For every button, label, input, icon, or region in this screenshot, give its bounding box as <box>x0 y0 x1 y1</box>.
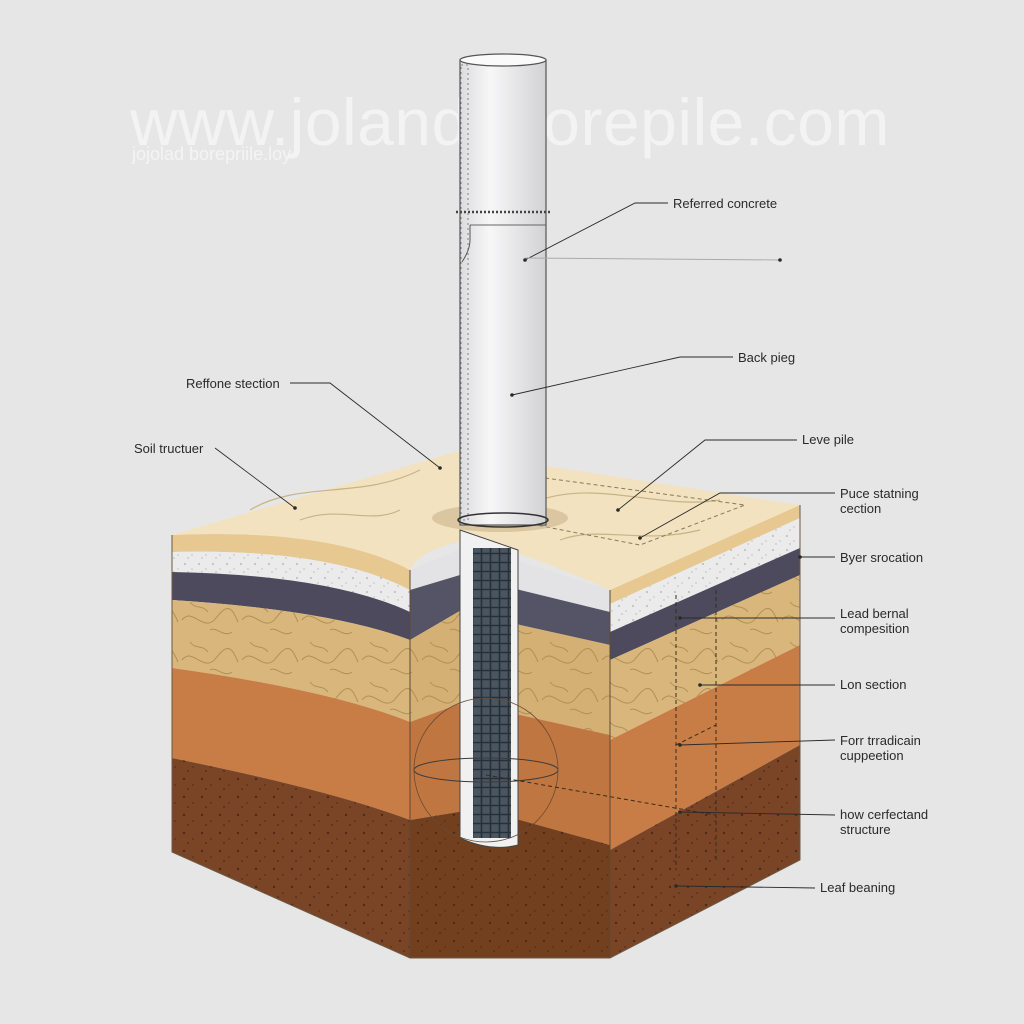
leader-lead-bernal-arrowhead <box>678 616 682 620</box>
leader-soil-tructuer <box>214 447 296 509</box>
leader-back-pieg-arrowhead <box>510 393 514 397</box>
front-dark-layer <box>172 572 410 640</box>
label-line: Lead bernal <box>840 606 909 621</box>
leader-lon-section-arrowhead <box>698 683 702 687</box>
label-line: cuppeetion <box>840 748 904 763</box>
label-line: how cerfectand <box>840 807 929 822</box>
leader-reffone-section <box>290 382 441 469</box>
leader-forr-trradicain <box>679 739 836 746</box>
leader-byer-srocation-arrowhead <box>798 555 802 559</box>
label-referred-concrete: Referred concrete <box>673 196 778 211</box>
top-section-outline <box>509 477 746 546</box>
label-line: structure <box>840 822 891 837</box>
right-dark-layer <box>610 548 800 660</box>
label-lon-section: Lon section <box>840 677 907 692</box>
leader-puce-statning-arrowhead <box>638 536 642 540</box>
label-forr-trradicain: Forr trradicain cuppeetion <box>840 733 921 763</box>
label-line: compesition <box>840 621 910 636</box>
leader-referred-concrete-extra-arrowhead <box>778 258 782 262</box>
leader-leaf-beaning <box>675 885 816 889</box>
label-line: cection <box>840 501 882 516</box>
watermark-subtext: jojolad borepriile.loy <box>132 144 292 164</box>
section-guides <box>675 590 717 870</box>
leader-lines <box>214 202 836 889</box>
rebar-cage <box>473 548 511 838</box>
label-leve-pile: Leve pile <box>802 432 855 447</box>
label-soil-tructuer: Soil tructuer <box>134 441 204 456</box>
label-back-pieg: Back pieg <box>738 350 796 365</box>
leader-how-cerfectand <box>679 811 836 816</box>
label-lead-bernal: Lead bernal compesition <box>840 606 909 636</box>
leader-soil-tructuer-arrowhead <box>293 506 297 510</box>
leader-leve-pile <box>617 439 797 511</box>
label-line: Puce statning <box>840 486 919 501</box>
label-leaf-beaning: Leaf beaning <box>820 880 896 895</box>
leader-leaf-beaning-arrowhead <box>674 884 678 888</box>
right-topsoil-edge <box>610 505 800 604</box>
leader-reffone-section-arrowhead <box>438 466 442 470</box>
right-orange-layer <box>610 645 800 850</box>
leader-referred-concrete-extra <box>524 257 781 261</box>
label-reffone-section: Reffone stection <box>186 376 280 391</box>
leader-forr-trradicain-arrowhead <box>678 743 682 747</box>
leader-referred-concrete <box>524 202 668 261</box>
front-topsoil-edge <box>172 534 410 590</box>
leader-how-cerfectand-arrowhead <box>678 810 682 814</box>
soil-block <box>171 452 801 959</box>
label-byer-srocation: Byer srocation <box>840 550 924 565</box>
pile-casing <box>459 59 547 526</box>
label-line: Forr trradicain <box>840 733 921 748</box>
leader-referred-concrete-arrowhead <box>523 258 527 262</box>
leader-back-pieg <box>511 356 733 396</box>
label-puce-statning: Puce statning cection <box>840 486 919 516</box>
leader-leve-pile-arrowhead <box>616 508 620 512</box>
measuring-strip <box>460 64 469 521</box>
leader-puce-statning <box>639 492 835 539</box>
bore-pile <box>413 53 716 848</box>
label-how-cerfectand: how cerfectand structure <box>840 807 928 837</box>
front-orange-layer <box>172 668 410 820</box>
